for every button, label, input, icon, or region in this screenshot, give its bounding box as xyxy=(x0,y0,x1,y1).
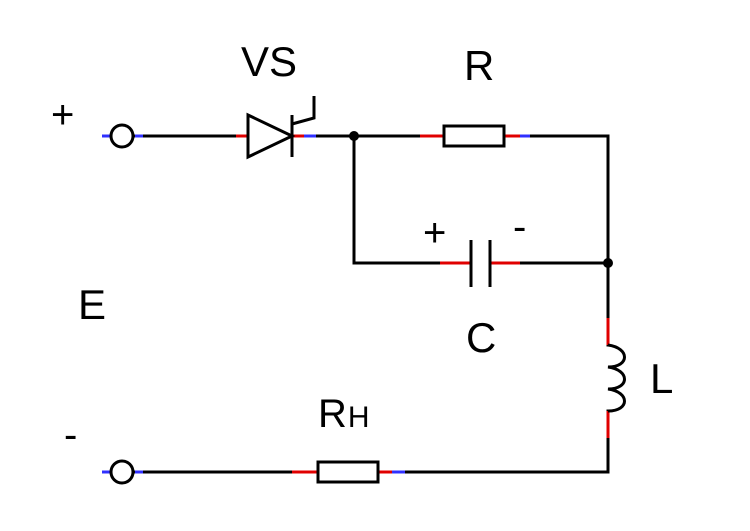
inductor-icon xyxy=(607,343,626,413)
label-inductor: L xyxy=(650,355,673,402)
label-load-resistor-sub: Н xyxy=(348,401,370,434)
label-plus-terminal: + xyxy=(51,93,74,137)
label-source: E xyxy=(78,281,106,328)
label-thyristor: VS xyxy=(241,38,297,85)
resistor-r-icon xyxy=(442,124,506,148)
label-capacitor: C xyxy=(466,314,496,361)
label-cap-minus: - xyxy=(513,205,526,249)
label-resistor-r: R xyxy=(464,42,494,89)
junction-node-left xyxy=(349,131,359,141)
label-minus-terminal: - xyxy=(64,413,77,457)
label-load-resistor: RН xyxy=(318,392,370,436)
label-cap-plus: + xyxy=(423,211,446,255)
minus-terminal-icon xyxy=(109,459,135,485)
plus-terminal-icon xyxy=(109,123,135,149)
junction-node-right xyxy=(603,258,613,268)
capacitor-icon xyxy=(469,240,492,287)
wires xyxy=(133,134,610,474)
pin-markers xyxy=(102,134,610,474)
thyristor-icon xyxy=(246,96,316,160)
label-load-resistor-main: R xyxy=(318,392,347,436)
load-resistor-icon xyxy=(316,460,380,484)
